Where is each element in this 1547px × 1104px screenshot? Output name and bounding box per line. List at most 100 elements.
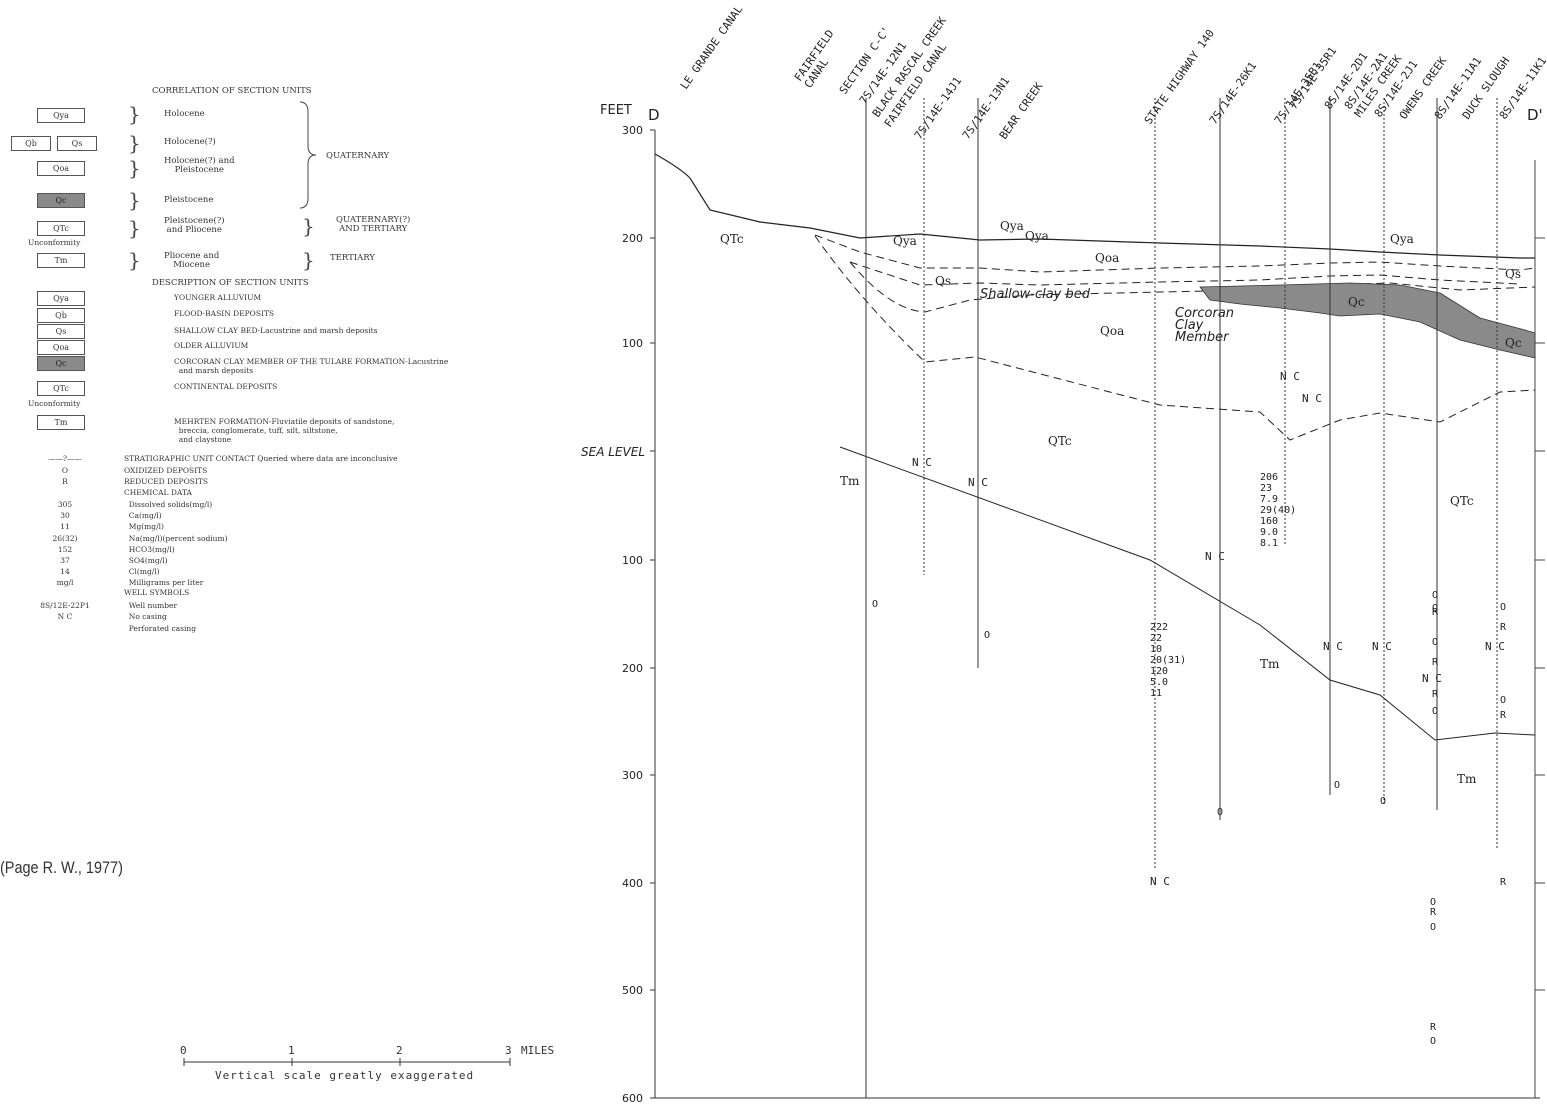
unit-box-qtc: QTc [37,221,85,236]
unit-box-qc: Qc [37,193,85,208]
unit-label: Qc [1348,295,1365,309]
scale-line [180,1058,520,1066]
unit-label: Qya [1000,219,1024,233]
chem-data-well-b: 120 [1150,666,1168,677]
wells: N CN CN CN CN CN CN CN CN CN C206237.929… [866,98,1507,1098]
feet-label: FEET [600,103,632,118]
unit-label: Qs [1505,267,1521,281]
symbol-desc-0: STRATIGRAPHIC UNIT CONTACT Queried where… [124,454,398,463]
symbol-key-0: ——?—— [10,454,120,463]
symbol-key-5: 30 [10,511,120,520]
well-nc-mark: N C [1485,640,1505,653]
desc-mehrten: MEHRTEN FORMATION-Fluviatile deposits of… [174,417,394,444]
chem-data-well-a: 23 [1260,483,1272,494]
unit-label: Qya [1390,232,1414,246]
age-pleistocene-pliocene: Pleistocene(?) and Pliocene [164,217,225,236]
chem-data-well-a: 8.1 [1260,538,1278,549]
symbol-desc-11: Milligrams per liter [124,578,203,587]
brace-2: } [128,133,141,153]
scale-tick-2: 2 [396,1044,403,1057]
desc-box-tm: Tm [37,415,85,430]
unit-box-qs: Qs [57,136,97,151]
brace-qt: } [302,216,315,236]
well-ox-mark: O [1500,695,1506,706]
symbol-key-14: N C [10,612,120,621]
desc-corcoran: CORCORAN CLAY MEMBER OF THE TULARE FORMA… [174,357,448,375]
unit-label: CorcoranClayMember [1175,306,1234,345]
period-quaternary-tertiary: QUATERNARY(?) AND TERTIARY [336,216,410,235]
well-nc-mark: N C [968,476,988,489]
contact-tm-top [840,447,1535,740]
section-start-label: D [648,106,660,124]
age-holocene-pleistocene: Holocene(?) and Pleistocene [164,157,235,176]
brace-1: } [128,104,141,124]
symbol-key-9: 37 [10,556,120,565]
symbol-desc-13: Well number [124,601,177,610]
top-label: LE GRANDE CANAL [678,3,746,92]
unit-label: Tm [840,474,860,488]
unit-box-qya: Qya [37,108,85,123]
well-ox-mark: R [1500,710,1507,721]
well-nc-mark: N C [1372,640,1392,653]
well-ox-mark: O [872,599,878,610]
desc-continental: CONTINENTAL DEPOSITS [174,382,277,391]
well-ox-mark: R [1500,877,1507,888]
unit-box-qoa: Qoa [37,161,85,176]
well-ox-mark: O [1217,807,1223,818]
chem-data-well-b: 20(31) [1150,655,1186,666]
symbol-desc-7: Na(mg/l)(percent sodium) [124,534,228,543]
brace-3: } [128,158,141,178]
well-nc-mark: N C [1280,370,1300,383]
age-holocene: Holocene [164,110,205,119]
unit-label: Shallow-clay bed [980,287,1091,302]
quaternary-bracket [296,100,320,210]
y-tick-label: 200 [622,232,643,245]
brace-5: } [128,218,141,238]
desc-box-qs: Qs [37,324,85,339]
symbol-desc-6: Mg(mg/l) [124,522,164,531]
well-ox-mark: O [1430,1036,1436,1047]
well-ox-mark: O [984,630,990,641]
chem-data-well-a: 160 [1260,516,1278,527]
y-tick-label: 300 [622,124,643,137]
corcoran-clay [1200,283,1535,358]
chem-data-well-a: 9.0 [1260,527,1278,538]
y-tick-label: 500 [622,984,643,997]
sea-level-label: SEA LEVEL [581,445,645,459]
well-ox-mark: R [1500,622,1507,633]
desc-flood-basin: FLOOD-BASIN DEPOSITS [174,309,274,318]
scale-unit: MILES [521,1044,554,1057]
symbol-key-11: mg/l [10,578,120,587]
y-tick-label: 200 [622,662,643,675]
well-ox-mark: O [1432,603,1438,614]
unit-box-qb: Qb [11,136,51,151]
well-ox-mark: O [1500,602,1506,613]
well-ox-mark: R [1432,689,1439,700]
chem-data-well-b: 222 [1150,622,1168,633]
period-quaternary: QUATERNARY [326,152,389,161]
unit-label: Qs [935,274,951,288]
desc-box-qb: Qb [37,308,85,323]
chem-data-well-b: 5.0 [1150,677,1168,688]
chem-data-well-b: 22 [1150,633,1162,644]
desc-box-qoa: Qoa [37,340,85,355]
age-pleistocene: Pleistocene [164,196,213,205]
chem-data-well-b: 11 [1150,688,1162,699]
unconformity-label-2: Unconformity [28,399,80,408]
symbol-desc-9: SO4(mg/l) [124,556,168,565]
y-tick-label: 300 [622,769,643,782]
symbol-desc-12: WELL SYMBOLS [124,588,189,597]
desc-box-qtc: QTc [37,381,85,396]
symbol-key-2: R [10,477,120,486]
section-end-label: D' [1527,106,1543,124]
scale-tick-1: 1 [288,1044,295,1057]
y-tick-label: 400 [622,877,643,890]
desc-box-qc: Qc [37,356,85,371]
well-ox-mark: O [1432,706,1438,717]
unit-label: QTc [720,232,744,246]
y-tick-label: 100 [622,337,643,350]
unit-label: Qya [1025,229,1049,243]
unit-label: Qc [1505,336,1522,350]
unit-label: QTc [1450,494,1474,508]
